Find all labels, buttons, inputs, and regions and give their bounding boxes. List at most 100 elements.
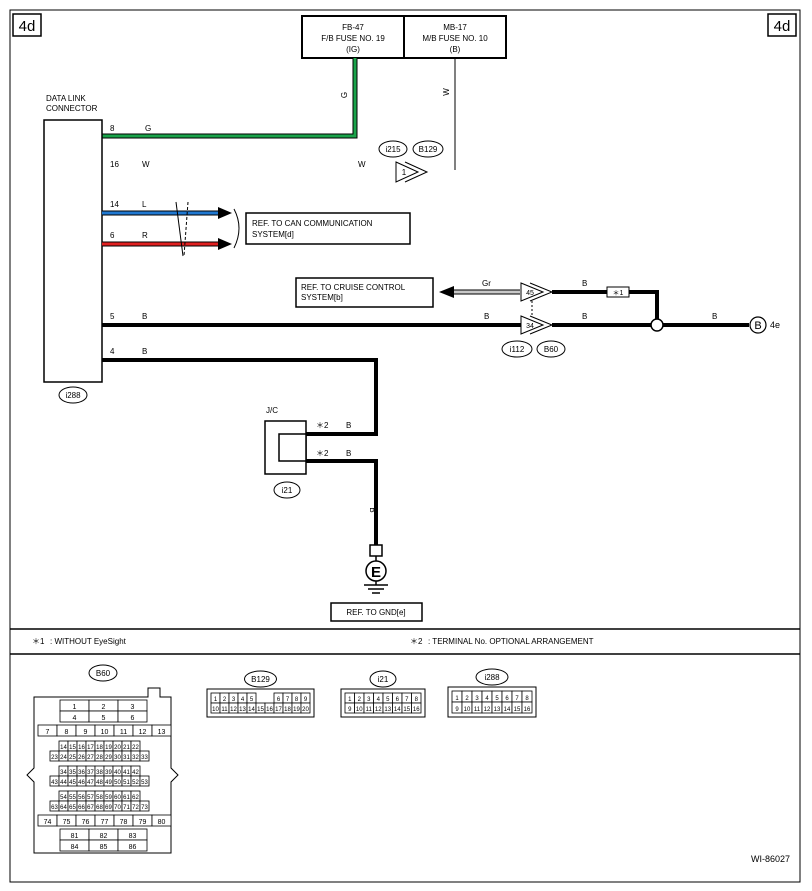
pin-cell: 62 xyxy=(130,790,141,802)
pin-cell: 51 xyxy=(121,775,132,787)
svg-text:36: 36 xyxy=(78,770,85,776)
svg-text:B60: B60 xyxy=(96,669,111,678)
svg-text:6: 6 xyxy=(131,715,135,722)
page-frame xyxy=(9,9,801,883)
svg-text:3: 3 xyxy=(232,697,236,703)
pin-cell: 3 xyxy=(471,690,483,703)
svg-text:55: 55 xyxy=(69,795,76,801)
svg-text:77: 77 xyxy=(101,819,109,826)
svg-text:66: 66 xyxy=(78,805,85,811)
svg-text:23: 23 xyxy=(51,755,58,761)
pin-cell: 66 xyxy=(76,800,87,812)
pin-cell: 12 xyxy=(373,702,384,714)
svg-text:7: 7 xyxy=(46,729,50,736)
pin-cell: 3 xyxy=(363,692,374,704)
svg-text:80: 80 xyxy=(158,819,166,826)
svg-text:B: B xyxy=(754,320,761,332)
fuse-fb-id: FB-47 xyxy=(342,23,364,32)
pin-cell: 2 xyxy=(219,692,230,704)
pin-cell: 53 xyxy=(139,775,150,787)
connector-pin-1: 1 xyxy=(395,161,429,183)
pin-cell: 16 xyxy=(521,701,533,714)
pin-cell: 68 xyxy=(94,800,105,812)
pin-cell: 16 xyxy=(76,740,87,752)
svg-text:B: B xyxy=(368,507,377,512)
continuation-4e[interactable]: B 4e xyxy=(749,316,780,334)
pin-cell: 21 xyxy=(121,740,132,752)
svg-text:17: 17 xyxy=(87,745,94,751)
joint-connector xyxy=(264,420,307,475)
svg-text:2: 2 xyxy=(358,697,362,703)
svg-text:14: 14 xyxy=(394,707,401,713)
pin-cell: 10 xyxy=(354,702,365,714)
connector-view-label: B60 xyxy=(88,664,118,682)
connector-ref-i288: i288 xyxy=(58,386,88,404)
pin-cell: 34 xyxy=(58,765,69,777)
svg-text:45: 45 xyxy=(69,780,76,786)
pin-cell: 24 xyxy=(58,750,69,762)
pin-cell: 35 xyxy=(67,765,78,777)
svg-text:12: 12 xyxy=(375,707,382,713)
svg-text:47: 47 xyxy=(87,780,94,786)
pin-cell: 13 xyxy=(382,702,393,714)
pin-cell: 5 xyxy=(246,692,257,704)
svg-text:REF. TO CAN COMMUNICATION: REF. TO CAN COMMUNICATION xyxy=(252,219,373,228)
svg-text:12: 12 xyxy=(484,707,491,713)
svg-text:13: 13 xyxy=(384,707,391,713)
pin-cell: 27 xyxy=(85,750,96,762)
ref-can-communication[interactable]: REF. TO CAN COMMUNICATION SYSTEM[d] xyxy=(245,212,411,245)
pin-cell: 17 xyxy=(273,702,284,714)
svg-text:19: 19 xyxy=(293,707,300,713)
pin-cell: 71 xyxy=(121,800,132,812)
svg-text:13: 13 xyxy=(158,729,166,736)
pin-cell: 11 xyxy=(219,702,230,714)
svg-text:7: 7 xyxy=(405,697,409,703)
svg-text:14: 14 xyxy=(60,745,67,751)
pin-cell: 15 xyxy=(401,702,412,714)
svg-text:50: 50 xyxy=(114,780,121,786)
svg-text:i112: i112 xyxy=(510,345,525,354)
pin-cell: 1 xyxy=(451,690,463,703)
svg-text:82: 82 xyxy=(100,833,108,840)
svg-text:＊2: ＊2 xyxy=(316,449,329,458)
ref-gnd[interactable]: REF. TO GND[e] xyxy=(330,602,423,622)
svg-text:W: W xyxy=(358,160,366,169)
svg-text:＊1: ＊1 xyxy=(613,290,624,297)
pin-cell: 2 xyxy=(461,690,473,703)
pin-cell: 30 xyxy=(112,750,123,762)
svg-text:9: 9 xyxy=(84,729,88,736)
pin-cell: 12 xyxy=(132,724,153,737)
pin-cell: 9 xyxy=(451,701,463,714)
pin-cell: 5 xyxy=(382,692,393,704)
pin-cell: 48 xyxy=(94,775,105,787)
pin-cell: 56 xyxy=(76,790,87,802)
svg-text:30: 30 xyxy=(114,755,121,761)
note-1-mark: ＊1 xyxy=(32,637,45,646)
svg-text:8: 8 xyxy=(295,697,299,703)
svg-text:10: 10 xyxy=(101,729,109,736)
pin-cell: 54 xyxy=(58,790,69,802)
ref-cruise-control[interactable]: REF. TO CRUISE CONTROL SYSTEM[b] xyxy=(295,277,434,308)
pin-cell: 10 xyxy=(94,724,115,737)
svg-text:4e: 4e xyxy=(770,320,780,330)
svg-text:15: 15 xyxy=(257,707,264,713)
pin-cell: 47 xyxy=(85,775,96,787)
svg-text:20: 20 xyxy=(302,707,309,713)
pin-cell: 3 xyxy=(228,692,239,704)
svg-text:11: 11 xyxy=(120,729,127,736)
pin-cell: 82 xyxy=(88,828,119,841)
svg-text:26: 26 xyxy=(78,755,85,761)
svg-text:REF. TO CRUISE CONTROL: REF. TO CRUISE CONTROL xyxy=(301,283,406,292)
svg-text:65: 65 xyxy=(69,805,76,811)
svg-text:72: 72 xyxy=(132,805,139,811)
pin-cell: 52 xyxy=(130,775,141,787)
svg-text:3: 3 xyxy=(367,697,371,703)
pin-cell: 59 xyxy=(103,790,114,802)
svg-text:63: 63 xyxy=(51,805,58,811)
svg-text:16: 16 xyxy=(78,745,85,751)
pin-cell: 14 xyxy=(501,701,513,714)
wire-b-pin4 xyxy=(102,358,378,436)
svg-text:21: 21 xyxy=(123,745,130,751)
svg-text:B: B xyxy=(142,312,147,321)
note-2-mark: ＊2 xyxy=(410,637,423,646)
